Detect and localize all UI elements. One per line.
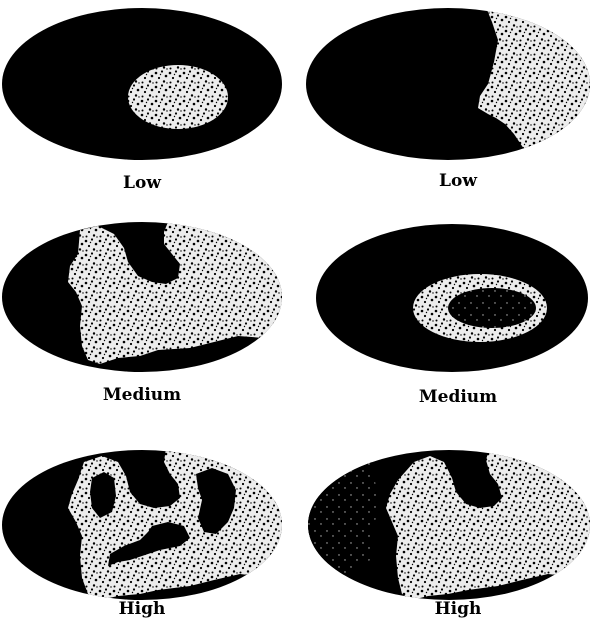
panel-3-speckled-region [68,210,290,364]
panel-1: Low [2,8,282,193]
panel-1-speckled-region [128,65,228,129]
panel-2: Low [306,0,594,191]
panel-4-dark-core [448,288,536,328]
panel-6-label: High [435,599,482,619]
panel-6-speckled-region [386,440,594,600]
panel-4: Medium [316,224,588,407]
panel-1-label: Low [123,173,161,193]
panel-4-label: Medium [419,387,497,407]
panel-5-label: High [119,599,166,619]
panel-3-label: Medium [103,385,181,405]
panel-6: High [300,440,594,619]
panel-2-label: Low [439,171,477,191]
panel-3: Medium [2,210,290,405]
panel-5: High [2,440,290,619]
panel-5-speckled-region [68,440,290,600]
